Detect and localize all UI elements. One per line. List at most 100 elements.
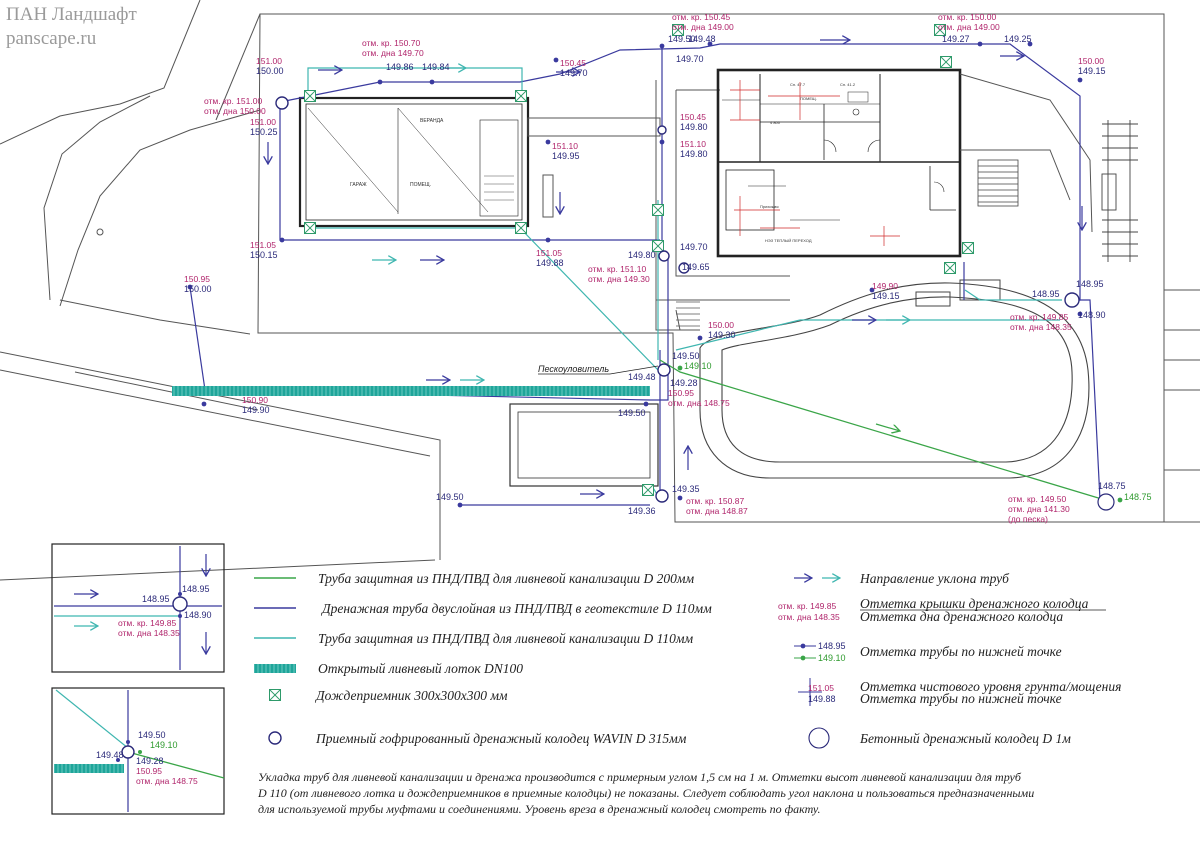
- elevation-e23: 149.65: [682, 262, 710, 272]
- elevation-text: 149.50: [672, 351, 700, 361]
- inset1-bottom-elev: отм. дна 148.35: [118, 628, 180, 638]
- legend-r1: Направление уклона труб: [859, 571, 1010, 586]
- legend-r4b: Отметка трубы по нижней точке: [860, 691, 1062, 706]
- elevation-text: 150.00: [708, 320, 734, 330]
- wavin-wells: [275, 96, 1080, 503]
- elevation-text: отм. дна 141.30: [1008, 504, 1070, 514]
- svg-text:НЭЗ ТЕПЛЫЙ ПЕРЕХОД: НЭЗ ТЕПЛЫЙ ПЕРЕХОД: [765, 238, 812, 243]
- elevation-text: 148.75: [1098, 481, 1126, 491]
- bench: [542, 174, 554, 218]
- elevation-text: отм. дна 149.00: [672, 22, 734, 32]
- rain-receivers: [304, 24, 974, 496]
- legend-l5: Дождеприемник 300х300х300 мм: [314, 688, 508, 703]
- legend-l4: Открытый ливневый лоток DN100: [318, 661, 523, 676]
- elevation-text: 149.50: [618, 408, 646, 418]
- elevation-text: 149.36: [628, 506, 656, 516]
- inset2-b: 149.10: [150, 740, 178, 750]
- elevation-e44: 148.75: [1124, 492, 1152, 502]
- open-storm-tray: [172, 386, 650, 396]
- svg-text:Прихожая: Прихожая: [760, 204, 779, 209]
- elevation-text: 149.48: [628, 372, 656, 382]
- elevation-text: отм. кр. 150.00: [938, 12, 996, 22]
- elevation-e8: 149.86: [386, 62, 414, 72]
- elevation-text: 149.70: [560, 68, 588, 78]
- elevation-text: отм. кр. 149.85: [1010, 312, 1068, 322]
- elevation-text: 151.10: [680, 139, 706, 149]
- legend-l2: Дренажная труба двуслойная из ПНД/ПВД в …: [320, 601, 712, 616]
- elevation-text: 150.25: [250, 127, 278, 137]
- elevation-e39: 149.50: [436, 492, 464, 502]
- elevation-e27: 148.95: [1032, 289, 1060, 299]
- elevation-text: 150.45: [560, 58, 586, 68]
- elevation-e38: 149.50: [618, 408, 646, 418]
- green-storm-main: [659, 359, 1106, 501]
- elevation-text: отм. кр. 149.50: [1008, 494, 1066, 504]
- inset2-e: 150.95: [136, 766, 162, 776]
- inset2-c: 149.48: [96, 750, 124, 760]
- elevation-text: отм. дна 149.30: [588, 274, 650, 284]
- elevation-text: (до песка): [1008, 514, 1048, 524]
- svg-text:4 800: 4 800: [770, 120, 781, 125]
- elevation-text: 149.48: [688, 34, 716, 44]
- lower-building: [509, 403, 659, 487]
- left-building: ВЕРАНДА ГАРАЖ ПОМЕЩ.: [298, 96, 530, 228]
- elevation-text: 149.10: [684, 361, 712, 371]
- elevation-text: 149.50: [668, 34, 696, 44]
- elevation-e22: 149.70: [680, 242, 708, 252]
- elevation-text: 149.27: [942, 34, 970, 44]
- elevation-e41: 149.35: [672, 484, 700, 494]
- elevation-e21: 149.80: [628, 250, 656, 260]
- svg-text:ГАРАЖ: ГАРАЖ: [350, 182, 367, 188]
- legend-r2b: Отметка дна дренажного колодца: [860, 609, 1063, 624]
- legend-l6: Приемный гофрированный дренажный колодец…: [315, 731, 687, 746]
- elevation-text: 149.90: [242, 405, 270, 415]
- elevation-text: 150.00: [1078, 56, 1104, 66]
- cyan-storm-pipes: [307, 67, 1062, 497]
- elevation-text: 150.95: [668, 388, 694, 398]
- legend-l3: Труба защитная из ПНД/ПВД для ливневой к…: [318, 631, 693, 646]
- elevation-text: отм. кр. 150.45: [672, 12, 730, 22]
- sand-trap-leader: [609, 365, 659, 375]
- elevation-text: 149.90: [872, 281, 898, 291]
- inset2-a: 149.50: [138, 730, 166, 740]
- elevation-text: 149.25: [1004, 34, 1032, 44]
- elevation-e33: 149.10: [684, 361, 712, 371]
- elevation-text: 148.95: [1076, 279, 1104, 289]
- elevation-text: 149.35: [672, 484, 700, 494]
- svg-text:ВЕРАНДА: ВЕРАНДА: [420, 118, 444, 124]
- green-point: [1117, 497, 1123, 503]
- elevation-text: 148.95: [1032, 289, 1060, 299]
- note-line2: D 110 (от ливневого лотка и дождеприемни…: [257, 786, 1034, 800]
- watermark-title: ПАН Ландшафт: [6, 4, 137, 25]
- elevation-e29: 148.90: [1078, 310, 1106, 320]
- legend-r4-sample1: 151.05: [808, 683, 834, 693]
- elevation-e35: 149.28: [670, 378, 698, 388]
- elevation-text: 149.95: [552, 151, 580, 161]
- elevation-text: 149.86: [386, 62, 414, 72]
- svg-text:Сп. 41.2: Сп. 41.2: [840, 82, 856, 87]
- terrace-steps: [977, 159, 1019, 207]
- elevation-text: отм. дна 149.00: [938, 22, 1000, 32]
- svg-text:ПОМЕЩ.: ПОМЕЩ.: [410, 182, 431, 188]
- walkway-bridge: [527, 117, 661, 137]
- terrace-edge: [959, 73, 1093, 233]
- pergola: [1101, 120, 1138, 262]
- legend-l1: Труба защитная из ПНД/ПВД для ливневой к…: [318, 571, 694, 586]
- legend-r3-sample1: 148.95: [818, 641, 846, 651]
- inset1-right-elev: 148.90: [184, 610, 212, 620]
- bench-garden: [915, 291, 951, 307]
- terrace-edge-inner: [960, 149, 1071, 201]
